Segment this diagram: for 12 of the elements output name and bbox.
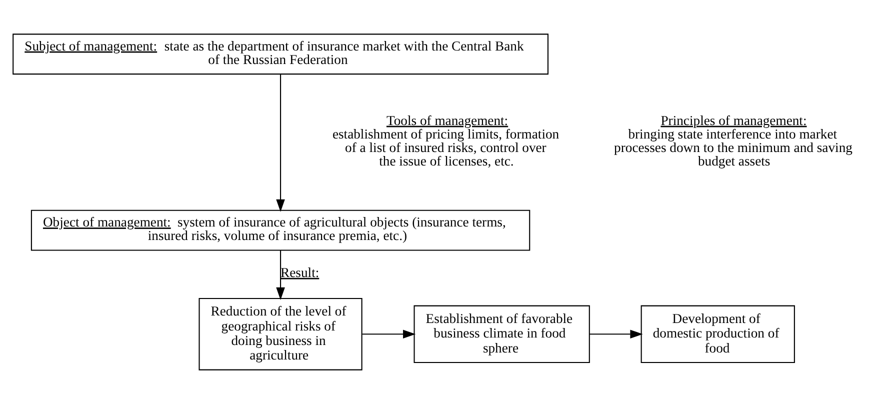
node-box: Establishment of favorable business climate in food sphere [414,305,590,363]
arrow [276,74,285,212]
label: Tools of management: [386,112,508,128]
arrow [276,250,285,300]
node-box: Subject of management: state as the department of insurance market with the Central Bank of the Russian Federation [12,34,548,75]
arrow [590,330,643,339]
node-box: Development of domestic production of food [640,305,795,363]
node-box: Reduction of the level of geographical risks of doing business in agriculture [198,298,362,370]
edge-label: Result: [280,264,320,280]
arrow [362,330,416,339]
label: Principles of management: [660,112,807,128]
node-box: Object of management: system of insurance of agricultural objects (insurance terms, insured risks, volume of insurance premia, etc.) [30,210,530,251]
